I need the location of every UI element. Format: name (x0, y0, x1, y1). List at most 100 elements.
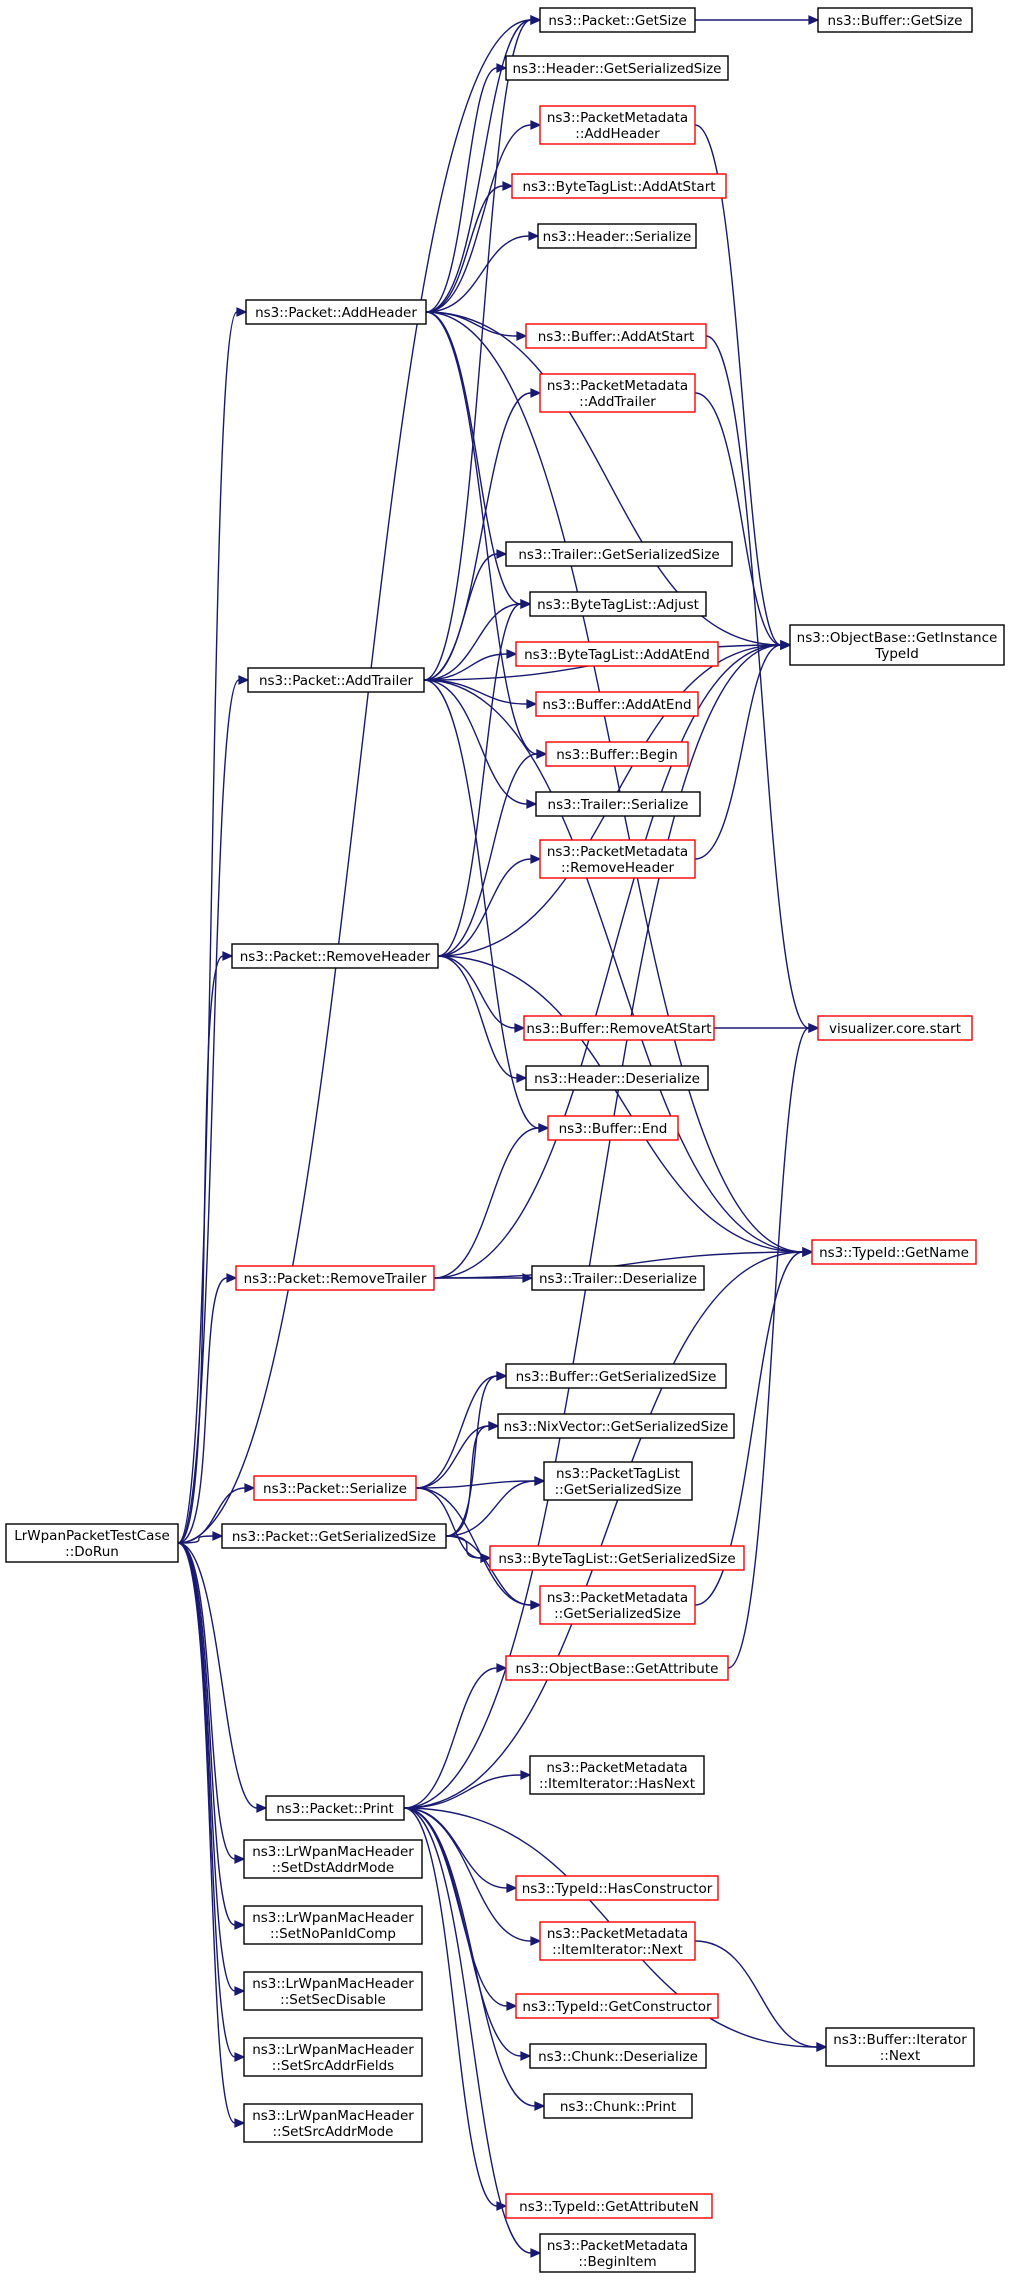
node-box (545, 741, 689, 767)
node-root[interactable]: LrWpanPacketTestCase::DoRun (5, 1523, 179, 1563)
node-pkt-addtrailer[interactable]: ns3::Packet::AddTrailer (247, 667, 425, 693)
node-label: ns3::Packet::AddTrailer (259, 673, 414, 689)
edge-pkt_serialize-to-nix_getser (415, 1421, 500, 1489)
node-box (497, 1413, 735, 1439)
edge-pkt_addtrailer-to-pm_addtrailer (423, 388, 542, 681)
edge-pkt_addheader-to-hdr_serialize (425, 231, 540, 313)
node-label: ns3::TypeId::HasConstructor (522, 1881, 713, 1897)
node-chunk-deserialize[interactable]: ns3::Chunk::Deserialize (529, 2043, 707, 2069)
node-typeid-getname[interactable]: ns3::TypeId::GetName (811, 1239, 977, 1265)
node-obj-getattr[interactable]: ns3::ObjectBase::GetAttribute (505, 1655, 729, 1681)
node-pm-getser[interactable]: ns3::PacketMetadata::GetSerializedSize (539, 1585, 696, 1625)
node-label: ns3::TypeId::GetConstructor (522, 1999, 712, 2015)
node-label: ns3::Trailer::Deserialize (539, 1271, 697, 1287)
node-chunk-print[interactable]: ns3::Chunk::Print (543, 2093, 693, 2119)
node-pkt-removetrailer[interactable]: ns3::Packet::RemoveTrailer (235, 1265, 435, 1291)
edge-pkt_getser-to-nix_getser (445, 1421, 500, 1537)
node-typeid-hasctor[interactable]: ns3::TypeId::HasConstructor (515, 1875, 719, 1901)
edge-pkt_removeheader-to-buf_removeatstart (437, 955, 526, 1033)
edge-pkt_addheader-to-btl_addatstart (425, 181, 514, 313)
node-pm-addtrailer[interactable]: ns3::PacketMetadata::AddTrailer (539, 373, 696, 413)
node-vis-start[interactable]: visualizer.core.start (817, 1015, 973, 1041)
edge-pkt_addtrailer-to-trl_getser (423, 549, 508, 681)
node-label: LrWpanPacketTestCase (14, 1528, 170, 1544)
node-typeid-getattrn[interactable]: ns3::TypeId::GetAttributeN (505, 2193, 713, 2219)
node-ptl-getser[interactable]: ns3::PacketTagList::GetSerializedSize (543, 1461, 693, 1501)
node-label: ns3::Buffer::Iterator (833, 2032, 967, 2048)
node-pkt-addheader[interactable]: ns3::Packet::AddHeader (245, 299, 427, 325)
edge-pkt_addtrailer-to-btl_adjust (423, 599, 532, 681)
edge-pkt_print-to-obj_getattr (403, 1663, 508, 1809)
node-label: ns3::Buffer::AddAtStart (538, 329, 695, 345)
edge-obj_getattr-to-vis_start (727, 1023, 820, 1669)
node-label: ::SetSrcAddrFields (272, 2058, 394, 2074)
edge-root-to-pkt_addtrailer (177, 675, 250, 1544)
node-buf-end[interactable]: ns3::Buffer::End (547, 1115, 679, 1141)
node-box (539, 1921, 696, 1961)
node-buf-addatend[interactable]: ns3::Buffer::AddAtEnd (535, 691, 699, 717)
node-box (547, 1115, 679, 1141)
node-trl-deserialize[interactable]: ns3::Trailer::Deserialize (531, 1265, 705, 1291)
node-buf-addatstart[interactable]: ns3::Buffer::AddAtStart (525, 323, 707, 349)
node-nix-getser[interactable]: ns3::NixVector::GetSerializedSize (497, 1413, 735, 1439)
edge-pkt_removeheader-to-hdr_deserialize (437, 955, 528, 1083)
node-buf-getser[interactable]: ns3::Buffer::GetSerializedSize (505, 1363, 727, 1389)
edge-buf_removeatstart-to-vis_start (713, 1023, 820, 1033)
edge-root-to-pkt_addheader (177, 307, 248, 1544)
node-pm-ii-hasnext[interactable]: ns3::PacketMetadata::ItemIterator::HasNe… (529, 1755, 705, 1795)
node-btl-adjust[interactable]: ns3::ByteTagList::Adjust (529, 591, 707, 617)
node-buf-removeatstart[interactable]: ns3::Buffer::RemoveAtStart (523, 1015, 715, 1041)
node-box (817, 7, 973, 33)
node-pm-ii-next[interactable]: ns3::PacketMetadata::ItemIterator::Next (539, 1921, 696, 1961)
node-lw-setsrcmode[interactable]: ns3::LrWpanMacHeader::SetSrcAddrMode (243, 2103, 423, 2143)
node-label: ns3::Buffer::GetSerializedSize (516, 1369, 717, 1385)
node-box (515, 1993, 719, 2019)
node-pm-addheader[interactable]: ns3::PacketMetadata::AddHeader (539, 105, 696, 145)
node-btl-addatend[interactable]: ns3::ByteTagList::AddAtEnd (515, 641, 719, 667)
node-box (539, 2233, 696, 2273)
node-lw-setsrcfields[interactable]: ns3::LrWpanMacHeader::SetSrcAddrFields (243, 2037, 423, 2077)
node-label: ns3::ObjectBase::GetAttribute (516, 1661, 719, 1677)
node-box (529, 591, 707, 617)
node-buf-getsize[interactable]: ns3::Buffer::GetSize (817, 7, 973, 33)
node-label: ns3::Packet::Print (276, 1801, 394, 1817)
node-label: ::SetDstAddrMode (272, 1860, 394, 1876)
edge-pkt_print-to-pm_ii_next (403, 1807, 542, 1946)
node-lw-setsec[interactable]: ns3::LrWpanMacHeader::SetSecDisable (243, 1971, 423, 2011)
node-btl-getser[interactable]: ns3::ByteTagList::GetSerializedSize (489, 1545, 745, 1571)
node-hdr-getser[interactable]: ns3::Header::GetSerializedSize (505, 55, 729, 81)
node-pm-removeheader[interactable]: ns3::PacketMetadata::RemoveHeader (539, 839, 696, 879)
node-pm-beginitem[interactable]: ns3::PacketMetadata::BeginItem (539, 2233, 696, 2273)
edge-pkt_addheader-to-pm_addheader (425, 120, 542, 313)
node-lw-setnopan[interactable]: ns3::LrWpanMacHeader::SetNoPanIdComp (243, 1905, 423, 1945)
node-label: ns3::Packet::GetSize (548, 13, 686, 29)
node-typeid-getctor[interactable]: ns3::TypeId::GetConstructor (515, 1993, 719, 2019)
edge-pkt_print-to-pm_ii_hasnext (403, 1770, 532, 1809)
node-box (221, 1523, 447, 1549)
node-box (505, 1655, 729, 1681)
node-box (243, 2037, 423, 2077)
node-btl-addatstart[interactable]: ns3::ByteTagList::AddAtStart (511, 173, 727, 199)
node-pkt-removeheader[interactable]: ns3::Packet::RemoveHeader (231, 943, 439, 969)
function-nodes: LrWpanPacketTestCase::DoRunns3::Packet::… (5, 7, 1005, 2273)
node-label: ::DoRun (65, 1544, 119, 1560)
node-label: ns3::Header::GetSerializedSize (513, 61, 722, 77)
node-pkt-print[interactable]: ns3::Packet::Print (265, 1795, 405, 1821)
node-lw-setdst[interactable]: ns3::LrWpanMacHeader::SetDstAddrMode (243, 1839, 423, 1879)
node-label: visualizer.core.start (829, 1021, 961, 1037)
node-buf-begin[interactable]: ns3::Buffer::Begin (545, 741, 689, 767)
node-hdr-deserialize[interactable]: ns3::Header::Deserialize (525, 1065, 709, 1091)
node-box (5, 1523, 179, 1563)
node-box (243, 1905, 423, 1945)
edge-pkt_addtrailer-to-pkt_getsize (423, 15, 542, 681)
node-trl-serialize[interactable]: ns3::Trailer::Serialize (535, 791, 701, 817)
node-hdr-serialize[interactable]: ns3::Header::Serialize (537, 223, 697, 249)
node-trl-getser[interactable]: ns3::Trailer::GetSerializedSize (505, 541, 733, 567)
node-pkt-getsize[interactable]: ns3::Packet::GetSize (539, 7, 696, 33)
node-label: ns3::Packet::RemoveHeader (240, 949, 431, 965)
node-buf-it-next[interactable]: ns3::Buffer::Iterator::Next (825, 2027, 975, 2067)
node-label: ns3::ByteTagList::AddAtEnd (524, 647, 710, 663)
node-pkt-getser[interactable]: ns3::Packet::GetSerializedSize (221, 1523, 447, 1549)
node-pkt-serialize[interactable]: ns3::Packet::Serialize (253, 1475, 417, 1501)
